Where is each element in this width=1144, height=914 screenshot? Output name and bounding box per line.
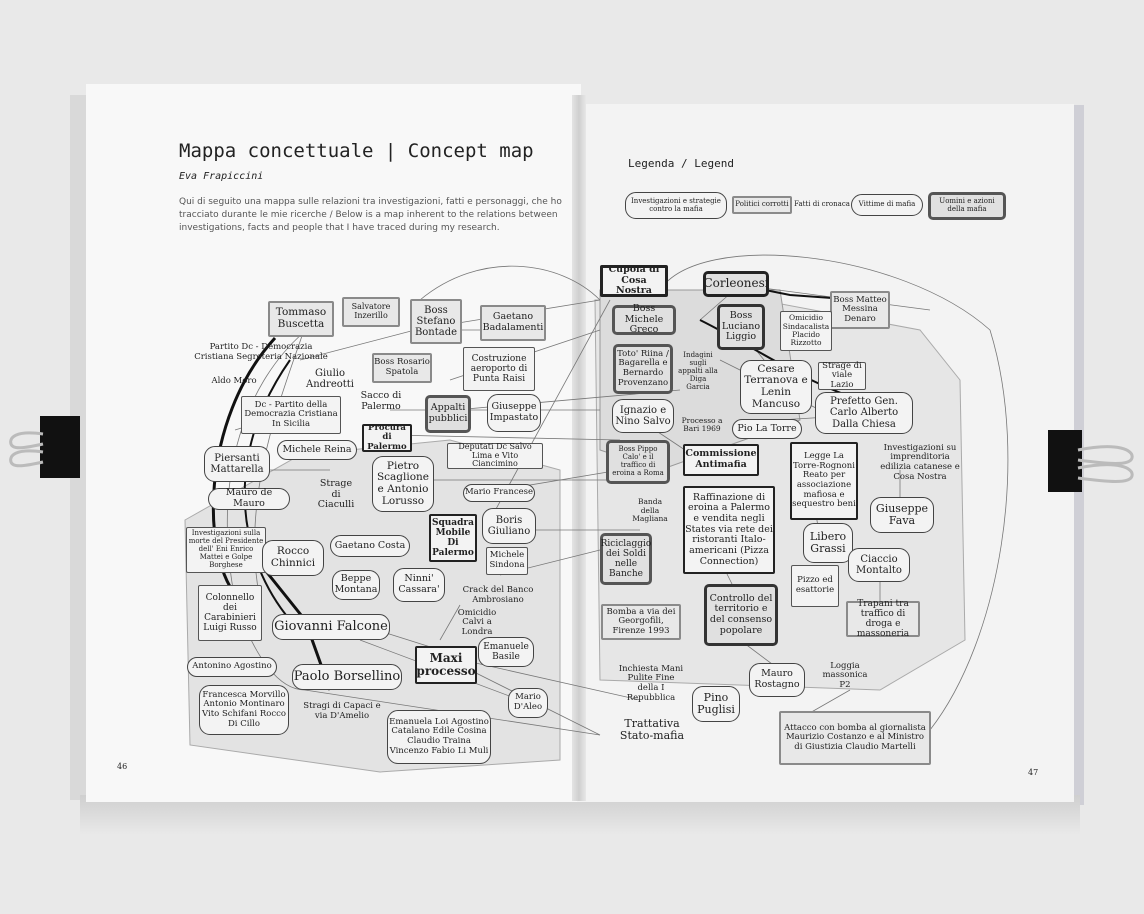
page-number-left: 46 [117, 762, 128, 771]
node-giulio-andreotti: Giulio Andreotti [305, 367, 355, 390]
node-stefano-bontade: Boss Stefano Bontade [410, 299, 462, 344]
node-matteo-messina-denaro: Boss Matteo Messina Denaro [830, 291, 890, 329]
node-giuseppe-impastato: Giuseppe Impastato [487, 394, 541, 432]
node-georgofili: Bomba a via dei Georgofili, Firenze 1993 [601, 604, 681, 640]
node-michele-sindona: Michele Sindona [486, 547, 528, 575]
node-commissione-antimafia: Commissione Antimafia [683, 444, 759, 476]
page-title: Mappa concettuale | Concept map [179, 140, 534, 162]
node-toto-riina: Toto' Riina / Bagarella e Bernardo Prove… [613, 344, 673, 394]
node-mario-daleo: Mario D'Aleo [508, 688, 548, 718]
node-rocco-chinnici: Rocco Chinnici [262, 540, 324, 576]
legend-politicians: Politici corrotti [732, 196, 792, 214]
node-gaetano-badalamenti: Gaetano Badalamenti [480, 305, 546, 341]
legend-victims: Vittime di mafia [851, 194, 923, 216]
node-dalla-chiesa: Prefetto Gen. Carlo Alberto Dalla Chiesa [815, 392, 913, 434]
node-emanuela-loi: Emanuela Loi Agostino Catalano Edile Cos… [387, 710, 491, 764]
node-processo-bari: Processo a Bari 1969 [681, 415, 723, 433]
legend-investigations: Investigazioni e strategie contro la maf… [625, 192, 727, 219]
description: Qui di seguito una mappa sulle relazioni… [179, 197, 562, 234]
node-ciaccio-montalto: Ciaccio Montalto [848, 548, 910, 582]
node-dc-sicilia: Dc - Partito della Democrazia Cristiana … [241, 396, 341, 434]
node-salvo-lima: Deputati Dc Salvo Lima e Vito Ciancimino [447, 442, 543, 469]
node-mauro-rostagno: Mauro Rostagno [749, 663, 805, 697]
node-banco-ambrosiano: Crack del Banco Ambrosiano [462, 585, 534, 605]
legend-title: Legenda / Legend [628, 157, 734, 170]
node-maxi-processo: Maxi processo [415, 646, 477, 684]
node-procura-palermo: Procura di Palermo [362, 423, 412, 452]
legend-mafia: Uomini e azioni della mafia [928, 192, 1006, 220]
node-tommaso-buscetta: Tommaso Buscetta [268, 301, 334, 337]
node-mauro-de-mauro: Mauro de Mauro [208, 488, 290, 510]
legend-events: Fatti di cronaca [794, 200, 850, 209]
node-rosario-spatola: Boss Rosario Spatola [372, 353, 432, 383]
node-trattativa: Trattativa Stato-mafia [619, 716, 685, 742]
node-pietro-scaglione: Pietro Scaglione e Antonio Lorusso [372, 456, 434, 512]
node-giuseppe-fava: Giuseppe Fava [870, 497, 934, 533]
node-strage-viale-lazio: Strage di viale Lazio [818, 361, 866, 390]
node-squadra-mobile: Squadra Mobile Di Palermo [429, 514, 477, 562]
node-cesare-terranova: Cesare Terranova e Lenin Mancuso [740, 360, 812, 414]
node-ninni-cassara: Ninni' Cassara' [393, 568, 445, 602]
node-punta-raisi: Costruzione aeroporto di Punta Raisi [463, 347, 535, 391]
node-stragi-capaci: Stragi di Capaci e via D'Amelio [303, 701, 381, 721]
node-banda-magliana: Banda della Magliana [632, 497, 668, 524]
node-colonnello-russo: Colonnello dei Carabinieri Luigi Russo [198, 585, 262, 641]
node-ignazio-nino-salvo: Ignazio e Nino Salvo [612, 399, 674, 433]
node-pio-la-torre: Pio La Torre [732, 419, 802, 439]
node-beppe-montana: Beppe Montana [332, 570, 380, 600]
node-imprenditoria-catanese: Investigazioni su imprenditoria edilizia… [880, 442, 960, 482]
node-attacco-costanzo: Attacco con bomba al giornalista Maurizi… [779, 711, 931, 765]
node-eni-mattei: Investigazioni sulla morte del President… [186, 527, 266, 573]
binder-clip-right [1048, 430, 1134, 492]
node-emanuele-basile: Emanuele Basile [478, 637, 534, 667]
node-pino-puglisi: Pino Puglisi [692, 686, 740, 722]
node-placido-rizzotto: Omicidio Sindacalista Placido Rizzotto [780, 311, 832, 351]
node-antonino-agostino: Antonino Agostino [187, 657, 277, 677]
node-piersanti-mattarella: Piersanti Mattarella [204, 446, 270, 482]
node-strage-ciaculli: Strage di Ciaculli [317, 478, 355, 511]
node-calvi-londra: Omicidio Calvi a Londra [457, 607, 497, 637]
node-cupola-cosa-nostra: Cupola di Cosa Nostra [600, 264, 668, 297]
node-pippo-calo: Boss Pippo Calo' e il traffico di eroina… [606, 440, 670, 484]
node-gaetano-costa: Gaetano Costa [330, 535, 410, 557]
node-mani-pulite: Inchiesta Mani Pulite Fine della I Repub… [618, 663, 684, 703]
node-partito-dc: Partito Dc - Democrazia Cristiana Segret… [194, 342, 328, 362]
node-corleonesi: Corleonesi [703, 271, 769, 297]
node-mario-francese: Mario Francese [463, 484, 535, 502]
node-appalti-pubblici: Appalti pubblici [425, 395, 471, 433]
node-riciclaggio: Riciclaggio dei Soldi nelle Banche [600, 533, 652, 585]
node-morvillo-montinaro: Francesca Morvillo Antonio Montinaro Vit… [199, 685, 289, 735]
node-aldo-moro: Aldo Moro [211, 376, 257, 387]
node-legge-la-torre: Legge La Torre-Rognoni Reato per associa… [790, 442, 858, 520]
node-boris-giuliano: Boris Giuliano [482, 508, 536, 544]
node-michele-reina: Michele Reina [277, 440, 357, 460]
binder-clip-left [9, 416, 80, 478]
node-controllo-territorio: Controllo del territorio e del consenso … [704, 584, 778, 646]
author: Eva Frapiccini [179, 171, 264, 182]
node-trapani: Trapani tra traffico di droga e massoner… [846, 599, 920, 639]
node-giovanni-falcone: Giovanni Falcone [272, 614, 390, 640]
node-luciano-liggio: Boss Luciano Liggio [717, 304, 765, 350]
node-sacco-palermo: Sacco di Palermo [360, 390, 402, 412]
page-number-right: 47 [1028, 768, 1039, 777]
book-gutter [572, 95, 586, 801]
node-diga-garcia: Indagini sugli appalti alla Diga Garcia [678, 351, 718, 391]
node-salvatore-inzerillo: Salvatore Inzerillo [342, 297, 400, 327]
node-paolo-borsellino: Paolo Borsellino [292, 664, 402, 690]
node-michele-greco: Boss Michele Greco [612, 303, 676, 335]
node-libero-grassi: Libero Grassi [803, 523, 853, 563]
node-pizza-connection: Raffinazione di eroina a Palermo e vendi… [683, 486, 775, 574]
node-pizzo-esattorie: Pizzo ed esattorie [791, 565, 839, 607]
node-loggia-p2: Loggia massonica P2 [822, 660, 868, 690]
